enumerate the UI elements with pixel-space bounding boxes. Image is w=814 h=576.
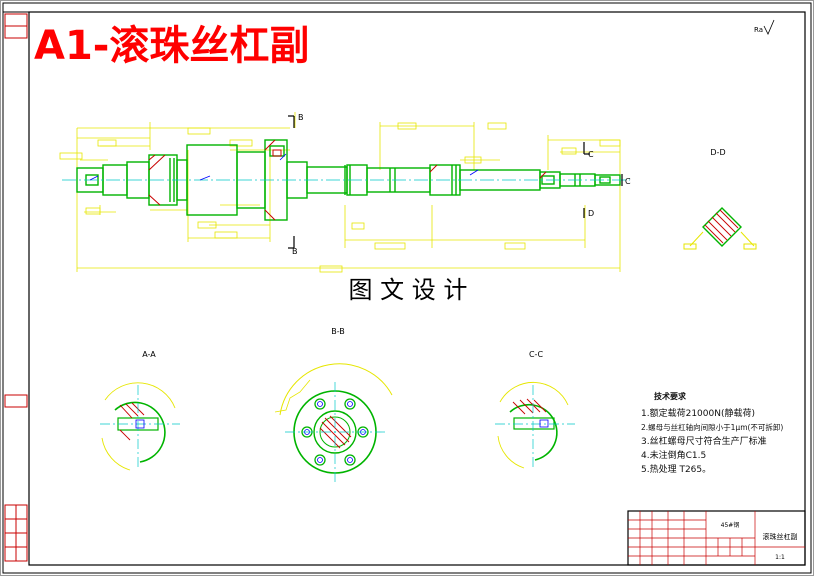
section-label-dd: D-D (710, 148, 725, 157)
section-view-dd: D-D (683, 148, 757, 250)
tech-requirements-heading: 技术要求 (654, 391, 687, 401)
left-binding-strip (4, 13, 28, 562)
shaft-hatch (148, 139, 547, 221)
roughness-mark: Ra (754, 19, 775, 35)
section-marker-d-right: D (588, 209, 594, 218)
main-shaft-view: B B C C D (59, 112, 631, 273)
drawing-title: A1-滚珠丝杠副 (34, 23, 309, 69)
section-label-bb: B-B (331, 327, 345, 336)
section-marker-c-right: C (625, 177, 631, 186)
section-view-aa: A-A (100, 350, 180, 471)
annotation-marks (89, 153, 479, 181)
section-label-cc: C-C (529, 350, 543, 359)
tech-requirement-item: 1.额定载荷21000N(静载荷) (641, 407, 755, 419)
inner-frame (28, 11, 806, 566)
section-view-cc: C-C (495, 350, 575, 470)
section-cut-marks (288, 115, 623, 249)
title-block-material: 45#钢 (721, 521, 740, 529)
technical-requirements: 技术要求 1.额定载荷21000N(静载荷) 2.螺母与丝杠轴向间隙小于1μm(… (641, 391, 783, 475)
section-view-bb: B-B (274, 327, 393, 482)
svg-text:Ra: Ra (754, 26, 763, 34)
watermark-text: 图 文 设 计 (349, 276, 468, 304)
title-block-scale: 1:1 (775, 554, 785, 561)
title-block: 45#钢 滚珠丝杠副 1:1 (627, 510, 806, 566)
title-block-drawing-name: 滚珠丝杠副 (763, 532, 798, 541)
tech-requirement-item: 3.丝杠螺母尺寸符合生产厂标准 (641, 435, 767, 447)
section-label-aa: A-A (142, 350, 156, 359)
tech-requirement-item: 2.螺母与丝杠轴向间隙小于1μm(不可拆卸) (641, 422, 783, 432)
section-marker-b-bottom: B (292, 247, 298, 256)
section-marker-b-top: B (298, 113, 304, 122)
tech-requirement-item: 4.未注倒角C1.5 (641, 449, 706, 461)
tech-requirement-item: 5.热处理 T265。 (641, 463, 711, 475)
section-marker-c-top: C (588, 150, 594, 159)
dimension-labels (59, 122, 621, 273)
